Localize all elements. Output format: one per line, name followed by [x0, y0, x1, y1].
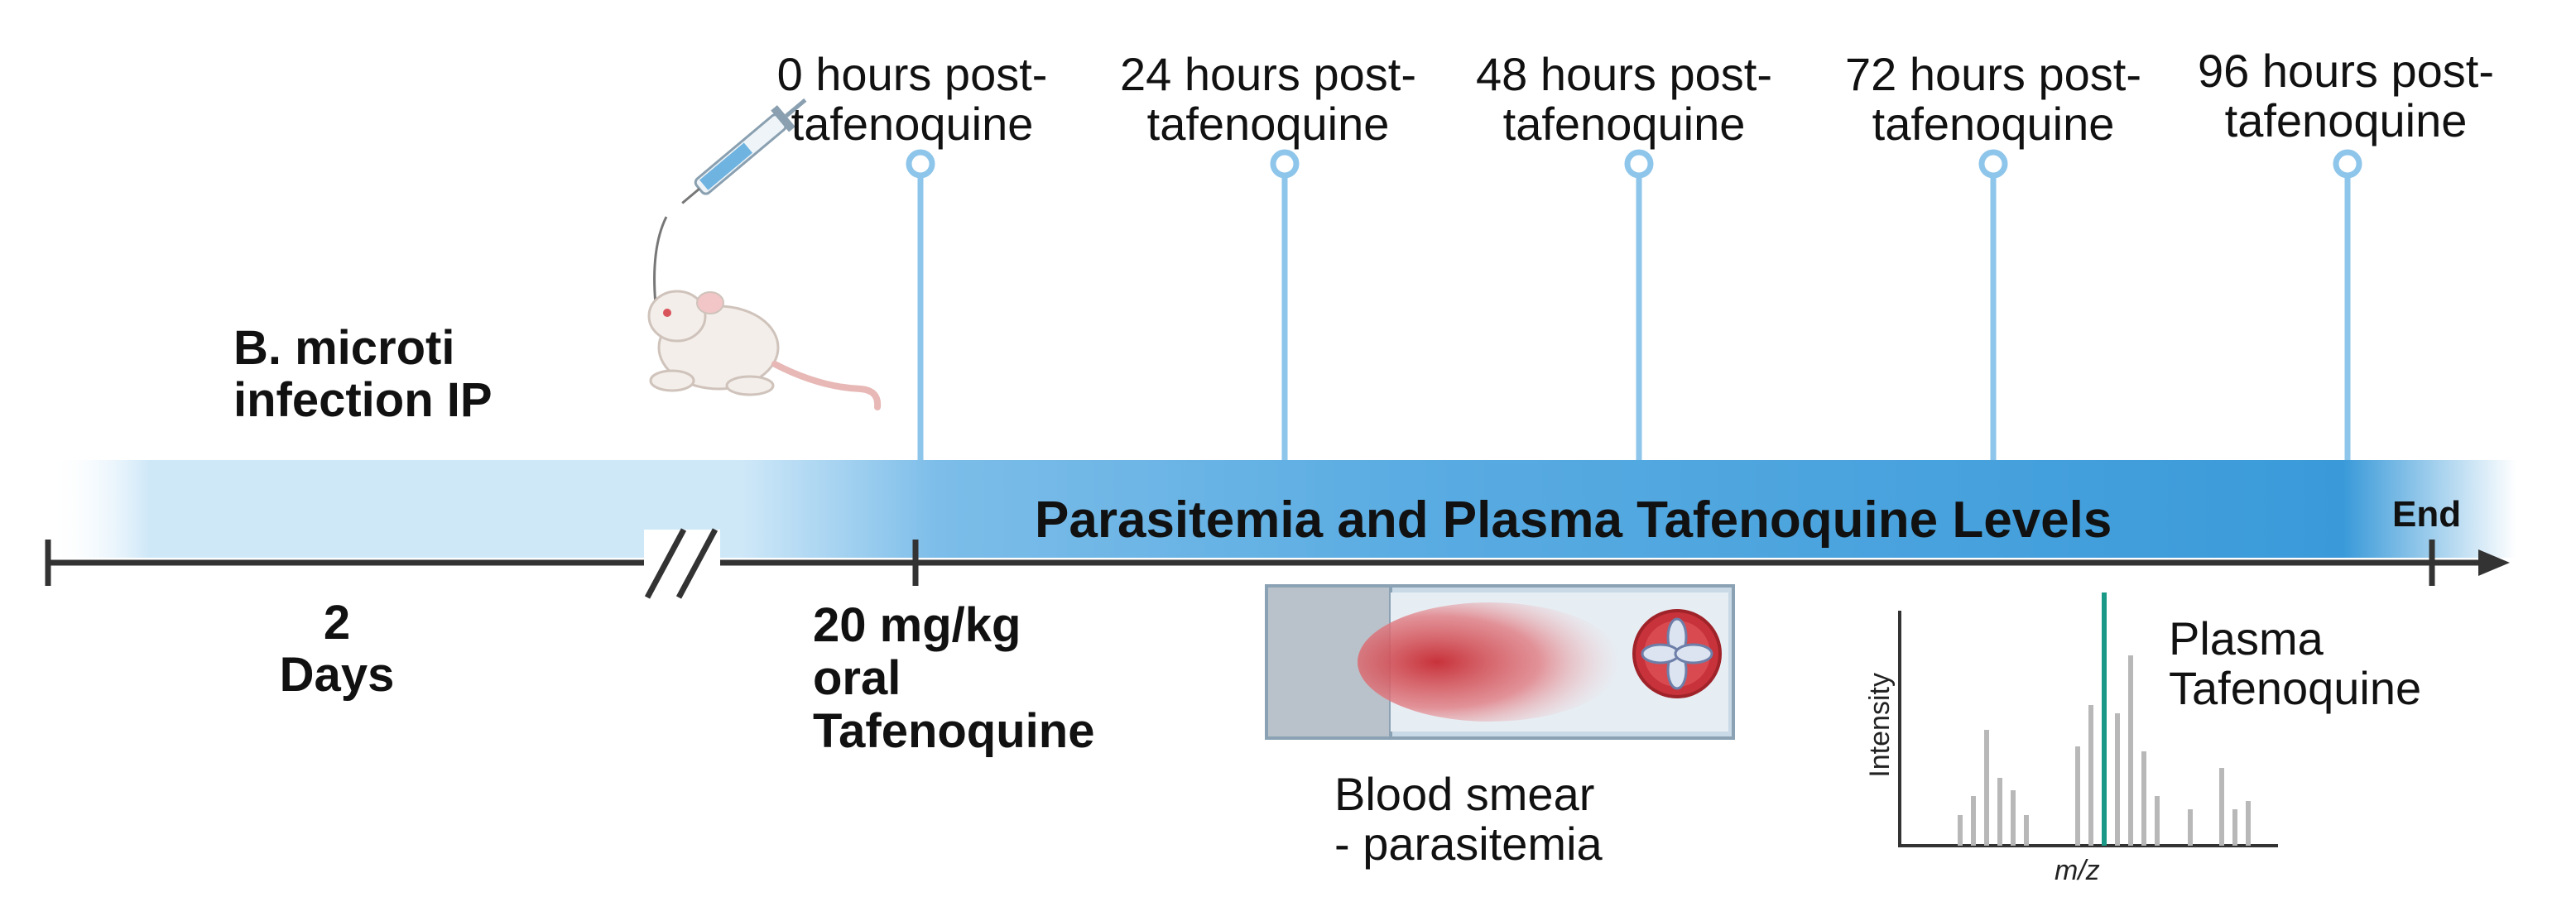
duration-label: 2 Days [267, 597, 407, 701]
timepoint-label-48h: 48 hours post- tafenoquine [1450, 48, 1798, 151]
ms-peaks [1958, 655, 2251, 846]
ms-y-axis-label: Intensity [1863, 673, 1896, 778]
timepoint-marker-0h [906, 149, 935, 460]
dose-label: 20 mg/kg oral Tafenoquine [813, 599, 1094, 757]
axis-break-mark [644, 528, 720, 599]
timepoint-96h-line1: 96 hours post- [2198, 45, 2494, 97]
timepoint-marker-48h [1624, 149, 1654, 460]
timepoint-72h-line2: tafenoquine [1872, 98, 2115, 151]
smear-line1: Blood smear [1334, 768, 1595, 820]
ms-x-axis-label: m/z [2055, 855, 2100, 886]
timepoint-0h-line1: 0 hours post- [776, 48, 1048, 100]
timepoint-marker-72h [1978, 149, 2008, 460]
timeline-band [50, 460, 2516, 558]
smear-label: Blood smear - parasitemia [1334, 768, 1603, 871]
timeline-arrowhead [2478, 549, 2510, 576]
duration-line1: 2 [323, 596, 351, 650]
smear-line2: - parasitemia [1334, 818, 1603, 871]
timepoint-label-24h: 24 hours post- tafenoquine [1094, 48, 1442, 151]
mass-spectrum-chart [1898, 592, 2278, 847]
timepoint-48h-line2: tafenoquine [1502, 98, 1746, 151]
timepoint-marker-24h [1270, 149, 1300, 460]
timepoint-96h-line2: tafenoquine [2224, 94, 2468, 147]
infection-line1: B. microti [233, 321, 455, 375]
mouse-syringe-icon [647, 98, 882, 410]
dose-line2: oral [813, 650, 901, 705]
band-title: Parasitemia and Plasma Tafenoquine Level… [1035, 492, 2112, 549]
infection-line2: infection IP [233, 372, 493, 427]
timepoint-24h-line2: tafenoquine [1146, 98, 1390, 151]
plasma-label: Plasma Tafenoquine [2169, 612, 2422, 715]
timepoint-marker-96h [2333, 149, 2362, 460]
timepoint-48h-line1: 48 hours post- [1476, 48, 1772, 100]
plasma-line1: Plasma [2169, 612, 2324, 664]
duration-line2: Days [279, 647, 395, 702]
blood-smear-slide [1265, 584, 1735, 740]
plasma-line2: Tafenoquine [2169, 662, 2422, 715]
end-label: End [2392, 494, 2462, 535]
infection-label: B. microti infection IP [233, 321, 493, 427]
dose-line1: 20 mg/kg [813, 598, 1021, 652]
timepoint-24h-line1: 24 hours post- [1120, 48, 1416, 100]
timepoint-0h-line2: tafenoquine [791, 98, 1034, 151]
dose-line3: Tafenoquine [813, 703, 1095, 758]
timepoint-label-0h: 0 hours post- tafenoquine [738, 48, 1086, 151]
timepoint-label-96h: 96 hours post- tafenoquine [2172, 46, 2520, 146]
timepoint-label-72h: 72 hours post- tafenoquine [1819, 48, 2167, 151]
timepoint-72h-line1: 72 hours post- [1845, 48, 2141, 100]
